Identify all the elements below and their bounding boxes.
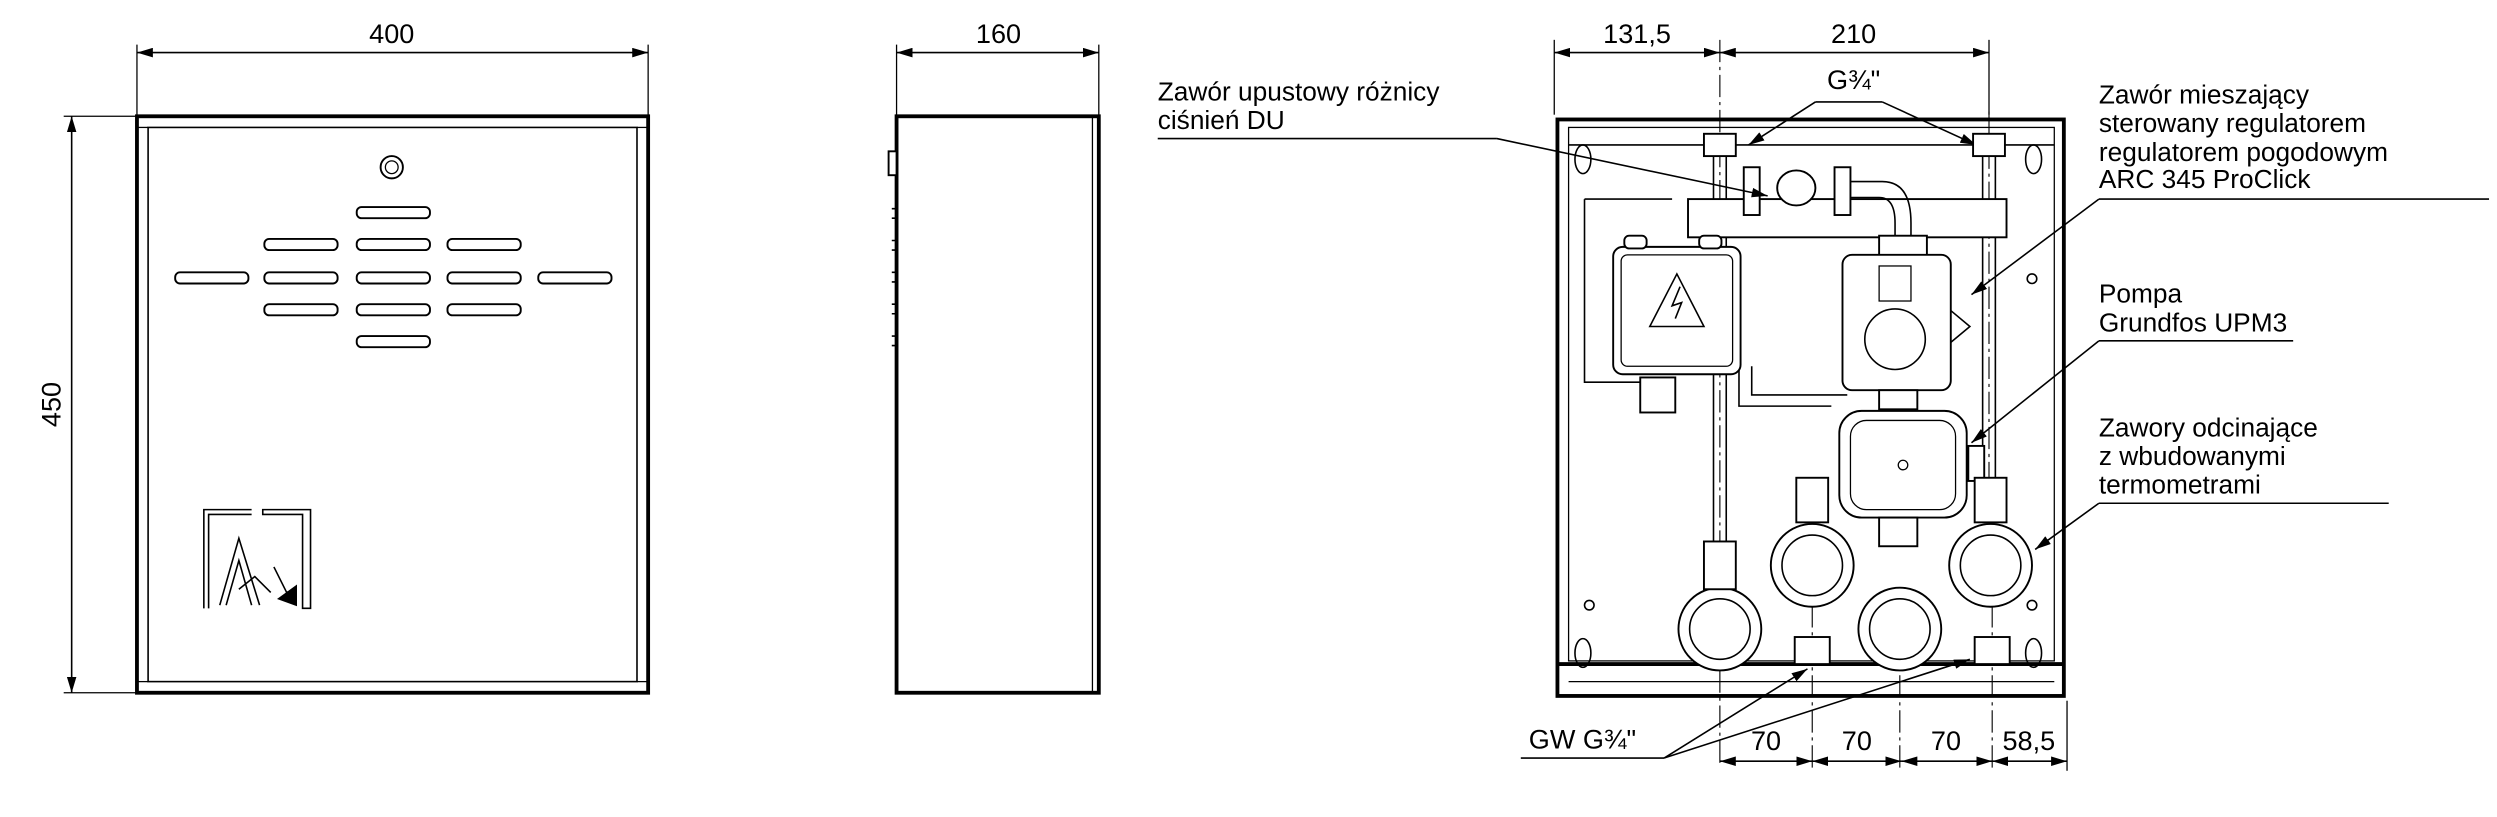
left-offset-dimension: 131,5	[1603, 18, 1671, 49]
side-view: 160	[887, 18, 1101, 695]
bottom-dimension: 58,5	[2002, 725, 2055, 756]
brand-logo-icon	[203, 508, 312, 610]
depth-dimension: 160	[976, 18, 1021, 49]
interior-view: 131,5 210 G¾"	[1158, 18, 2490, 771]
width-dimension: 400	[369, 18, 414, 49]
svg-text:regulatorem pogodowym: regulatorem pogodowym	[2099, 137, 2388, 167]
svg-text:Zawory odcinające: Zawory odcinające	[2099, 412, 2318, 442]
svg-text:Grundfos UPM3: Grundfos UPM3	[2099, 307, 2287, 337]
svg-text:termometrami: termometrami	[2099, 470, 2261, 500]
lock-knob	[887, 150, 898, 177]
cabinet-side-outline	[894, 114, 1101, 695]
callout-mixing-valve: Zawór mieszający sterowany regulatorem r…	[1971, 80, 2490, 296]
svg-text:Zawór mieszający: Zawór mieszający	[2099, 80, 2310, 110]
bottom-dimension: 70	[1751, 725, 1781, 756]
vent-slots	[174, 206, 613, 349]
mixing-valve-actuator	[1841, 234, 1972, 411]
bottom-dimension: 70	[1842, 725, 1872, 756]
keyhole-mounts	[1574, 144, 2043, 669]
callout-pump: Pompa Grundfos UPM3	[1970, 279, 2294, 444]
cabinet-outline	[135, 114, 651, 695]
high-voltage-warning-icon	[1648, 272, 1706, 328]
callout-bottom-thread: GW G¾"	[1520, 658, 1971, 759]
top-spacing-dimension: 210	[1831, 18, 1876, 49]
callout-shutoff-valves: Zawory odcinające z wbudowanymi termomet…	[2034, 412, 2389, 551]
circulation-pump	[1838, 409, 1986, 548]
svg-text:Pompa: Pompa	[2099, 279, 2183, 309]
svg-text:Zawór upustowy różnicy: Zawór upustowy różnicy	[1158, 76, 1441, 106]
shutoff-valves	[1677, 476, 2033, 672]
front-view: 400 450	[36, 18, 651, 695]
cabinet-interior-outline	[1555, 117, 2066, 698]
svg-text:ciśnień DU: ciśnień DU	[1158, 105, 1285, 135]
svg-text:sterowany regulatorem: sterowany regulatorem	[2099, 108, 2366, 138]
top-thread-label: G¾"	[1827, 64, 1880, 95]
cabinet-door	[147, 126, 638, 683]
svg-text:GW G¾": GW G¾"	[1529, 723, 1636, 754]
svg-text:ARC 345 ProClick: ARC 345 ProClick	[2099, 164, 2312, 194]
lock-icon	[379, 155, 404, 180]
junction-box	[1612, 234, 1742, 414]
bottom-dimensions: 70 70 70 58,5	[1719, 725, 2068, 767]
svg-text:z wbudowanymi: z wbudowanymi	[2099, 441, 2286, 471]
callout-bypass-valve: Zawór upustowy różnicy ciśnień DU	[1158, 76, 1768, 198]
bottom-dimension: 70	[1931, 725, 1961, 756]
side-vent-marks	[891, 207, 897, 347]
height-dimension: 450	[36, 382, 67, 427]
